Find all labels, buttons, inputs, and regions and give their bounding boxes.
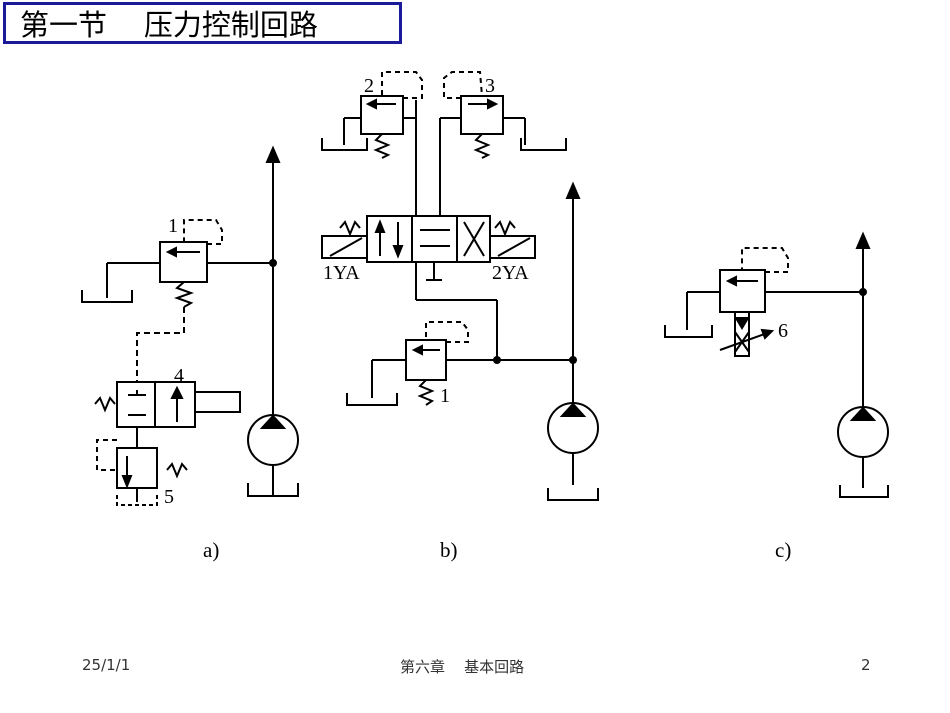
label-3: 3: [485, 75, 495, 97]
tank-b-valve2: [321, 138, 368, 151]
tank-c-valve: [664, 325, 713, 338]
caption-a: a): [203, 538, 219, 562]
label-5: 5: [164, 486, 174, 508]
caption-c: c): [775, 538, 791, 562]
footer-page-number: 2: [861, 656, 871, 674]
label-4: 4: [174, 365, 184, 387]
title-box: 第一节 压力控制回路: [3, 2, 402, 44]
pump-b-triangle: [559, 402, 587, 417]
solenoid-2ya: [489, 235, 536, 259]
pump-a-triangle: [259, 414, 287, 429]
label-1-b: 1: [440, 385, 450, 407]
directional-valve-4: [116, 381, 156, 428]
footer-chapter: 第六章 基本回路: [400, 658, 525, 676]
label-1ya: 1YA: [323, 262, 360, 284]
slide-title: 第一节 压力控制回路: [20, 8, 318, 42]
valve-5: [116, 447, 158, 489]
tank-b-valve3: [520, 138, 567, 151]
valve-6: [734, 311, 750, 357]
valve-pos-center: [411, 215, 458, 263]
label-6: 6: [778, 320, 788, 342]
tank-a-pump: [247, 483, 299, 497]
label-1-a: 1: [168, 215, 178, 237]
arrow-up-c: [855, 231, 871, 249]
tank-b-pump: [547, 488, 599, 501]
relief-valve-1: [159, 241, 208, 283]
caption-b: b): [440, 538, 458, 562]
label-2: 2: [364, 75, 374, 97]
arrow-up-b: [565, 181, 581, 199]
relief-valve-1-b: [405, 339, 447, 381]
circuit-c: 6: [664, 231, 889, 498]
relief-valve-2: [360, 95, 404, 135]
tank-c-pump: [839, 485, 889, 498]
valve-pos-left: [366, 215, 413, 263]
circuit-b: 2 3 1YA 2YA 1: [321, 71, 599, 501]
tank-a-valve1: [81, 290, 133, 303]
label-2ya: 2YA: [492, 262, 529, 284]
relief-valve-c: [719, 269, 766, 313]
relief-valve-3: [460, 95, 504, 135]
pump-c-triangle: [849, 406, 877, 421]
tank-b-valve1: [346, 393, 398, 406]
footer-date: 25/1/1: [82, 656, 131, 674]
circuit-a: 1 4 5: [81, 145, 299, 508]
arrow-up-a: [265, 145, 281, 163]
